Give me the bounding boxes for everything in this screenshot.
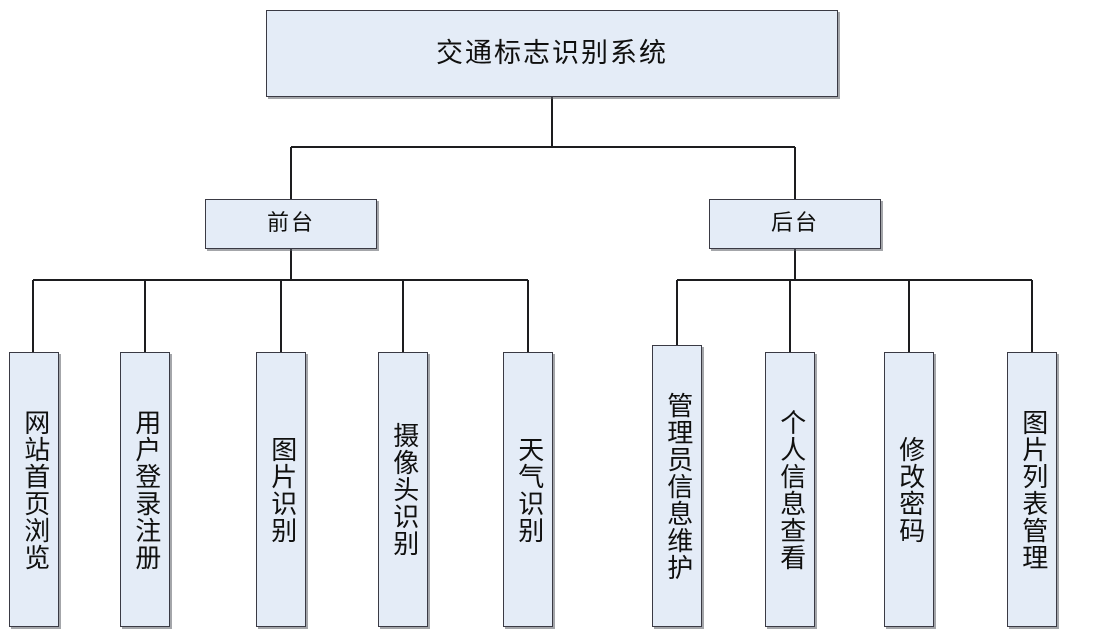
node-branch-front[interactable]: 前台 xyxy=(205,199,377,249)
node-leaf-user-login-register[interactable]: 用户登录注册 xyxy=(120,352,170,627)
node-leaf-1-label: 用户登录注册 xyxy=(130,408,161,571)
node-leaf-admin-info-maintenance[interactable]: 管理员信息维护 xyxy=(652,345,702,627)
node-leaf-website-home-browse[interactable]: 网站首页浏览 xyxy=(9,352,59,627)
node-root[interactable]: 交通标志识别系统 xyxy=(266,10,838,97)
node-leaf-weather-recognition[interactable]: 天气识别 xyxy=(503,352,553,627)
node-leaf-image-list-management[interactable]: 图片列表管理 xyxy=(1007,352,1057,627)
node-leaf-personal-info-view[interactable]: 个人信息查看 xyxy=(765,352,815,627)
node-leaf-camera-recognition[interactable]: 摄像头识别 xyxy=(378,352,428,627)
node-root-label: 交通标志识别系统 xyxy=(436,37,668,69)
node-leaf-change-password[interactable]: 修改密码 xyxy=(884,352,934,627)
node-leaf-7-label: 修改密码 xyxy=(894,435,925,544)
node-leaf-8-label: 图片列表管理 xyxy=(1017,408,1048,571)
node-leaf-6-label: 个人信息查看 xyxy=(775,408,806,571)
node-leaf-5-label: 管理员信息维护 xyxy=(662,391,693,581)
node-branch-front-label: 前台 xyxy=(266,210,315,236)
node-leaf-image-recognition[interactable]: 图片识别 xyxy=(256,352,306,627)
node-leaf-3-label: 摄像头识别 xyxy=(388,422,419,557)
node-leaf-2-label: 图片识别 xyxy=(266,435,297,544)
node-leaf-4-label: 天气识别 xyxy=(513,435,544,544)
node-branch-back-label: 后台 xyxy=(770,210,819,236)
node-branch-back[interactable]: 后台 xyxy=(709,199,881,249)
node-leaf-0-label: 网站首页浏览 xyxy=(19,408,50,571)
